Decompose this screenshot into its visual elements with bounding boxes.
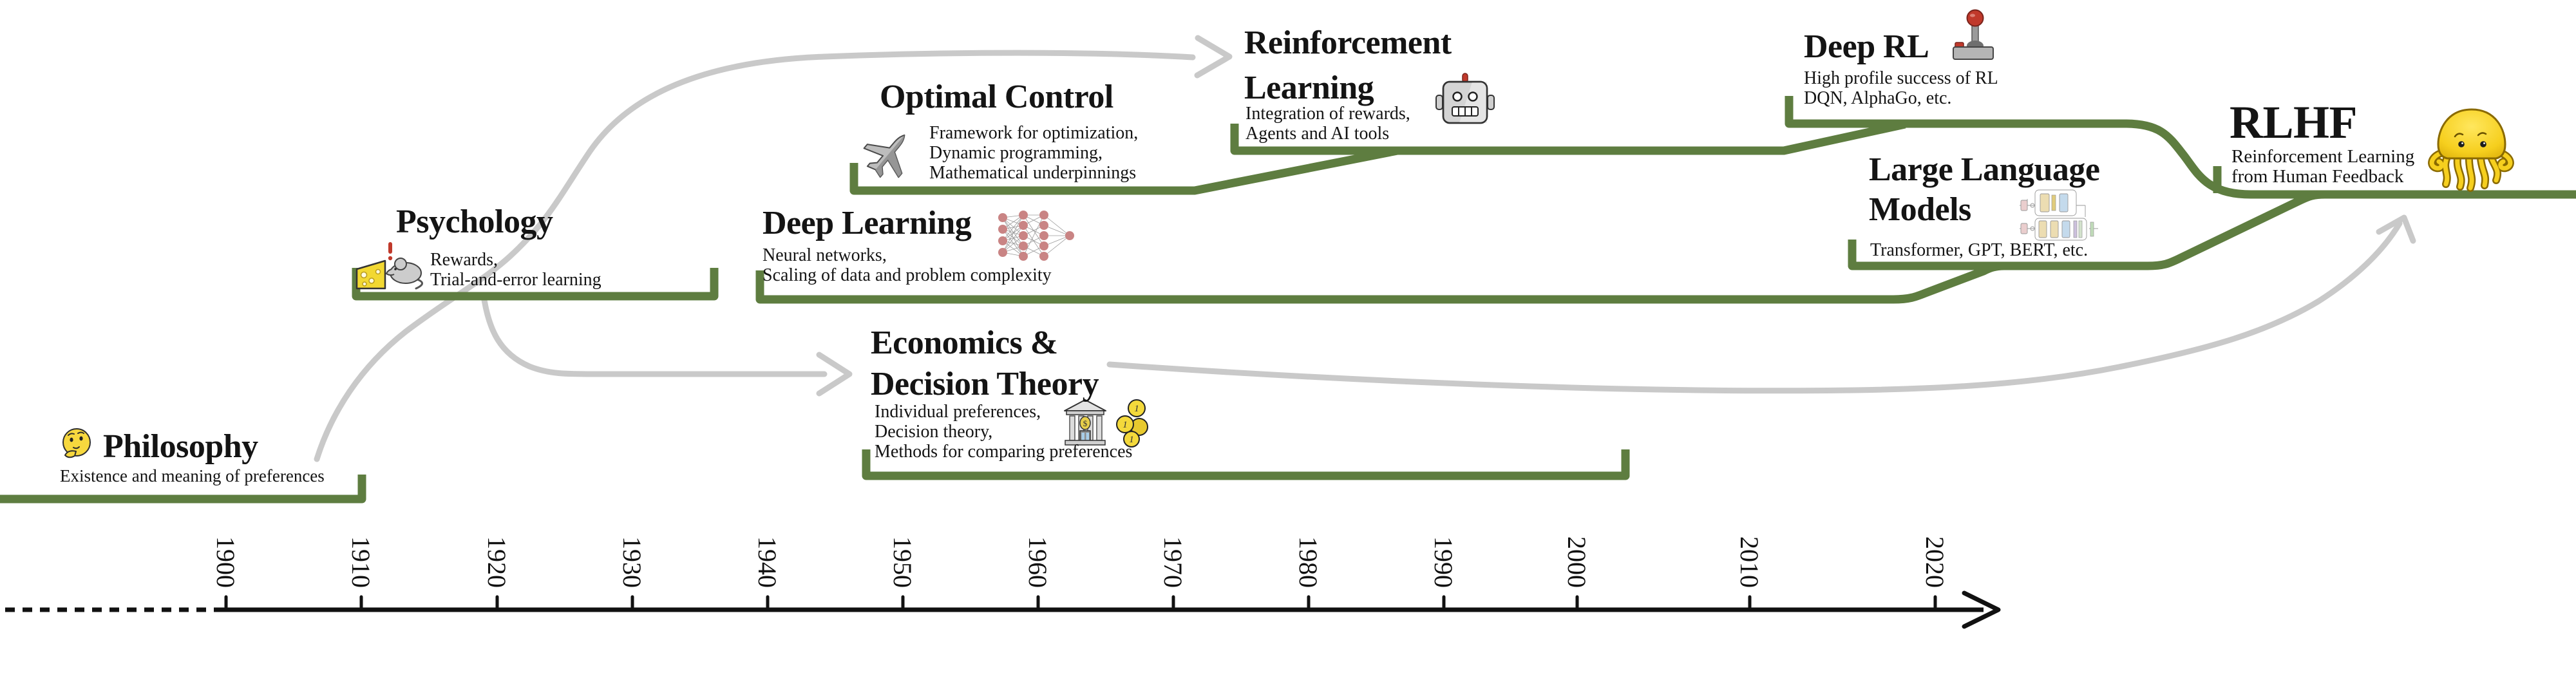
joystick-icon bbox=[1953, 9, 1994, 60]
era-subtitle-psychology: Rewards, Trial-and-error learning bbox=[430, 250, 601, 290]
era-subtitle-philosophy: Existence and meaning of preferences bbox=[60, 466, 325, 485]
economics-to-rlhf-connector bbox=[1106, 220, 2403, 394]
axis-year-label: 1930 bbox=[618, 536, 647, 588]
coins-icon: 1 1 1 bbox=[1116, 399, 1148, 447]
axis-year-label: 1970 bbox=[1159, 536, 1188, 588]
era-subtitle-economics: Individual preferences, Decision theory,… bbox=[875, 402, 1133, 462]
axis-year-label: 2000 bbox=[1562, 536, 1592, 588]
svg-text:1: 1 bbox=[1122, 420, 1128, 430]
era-title-optimal-control: Optimal Control bbox=[880, 79, 1113, 115]
era-title-reinforcement-learning: Reinforcement Learning bbox=[1244, 24, 1452, 106]
philosophy-to-rl-arrowhead-icon bbox=[1194, 35, 1233, 79]
psychology-to-economics-arrowhead-icon bbox=[816, 352, 853, 397]
axis-year-label: 1900 bbox=[211, 536, 241, 588]
philosophy-track bbox=[0, 475, 366, 504]
era-title-economics: Economics & Decision Theory bbox=[871, 325, 1099, 402]
economics-track bbox=[862, 449, 1630, 480]
era-subtitle-llm: Transformer, GPT, BERT, etc. bbox=[1870, 240, 2088, 260]
axis-year-label: 2020 bbox=[1920, 536, 1950, 588]
era-title-philosophy: Philosophy bbox=[103, 428, 258, 465]
neural-network-icon bbox=[998, 211, 1074, 261]
bank-and-coins-icon: $ 1 1 1 bbox=[1064, 399, 1148, 447]
era-title-rlhf: RLHF bbox=[2230, 97, 2358, 148]
philosophy-to-rl-connector bbox=[314, 50, 1196, 462]
octopus-icon bbox=[2428, 108, 2514, 192]
era-subtitle-rlhf: Reinforcement Learning from Human Feedba… bbox=[2231, 146, 2415, 187]
mouse-cheese-icon bbox=[355, 242, 423, 290]
reinforcement-learning-track bbox=[1230, 120, 1906, 155]
svg-text:1: 1 bbox=[1129, 435, 1134, 445]
bank-icon: $ bbox=[1064, 399, 1106, 446]
axis-year-label: 1980 bbox=[1294, 536, 1323, 588]
robot-icon bbox=[1435, 73, 1495, 124]
era-subtitle-deep-rl: High profile success of RL DQN, AlphaGo,… bbox=[1804, 68, 1998, 108]
axis-year-label: 1940 bbox=[753, 536, 782, 588]
axis-year-label: 1920 bbox=[482, 536, 512, 588]
svg-text:1: 1 bbox=[1134, 404, 1139, 414]
optimal-control-track bbox=[849, 146, 1399, 195]
axis-year-label: 1910 bbox=[346, 536, 376, 588]
era-title-deep-rl: Deep RL bbox=[1804, 28, 1929, 65]
axis-year-label: 1950 bbox=[888, 536, 918, 588]
economics-to-rlhf-arrowhead-icon bbox=[2376, 214, 2416, 244]
era-title-deep-learning: Deep Learning bbox=[762, 205, 972, 241]
axis-year-label: 2010 bbox=[1735, 536, 1765, 588]
era-subtitle-optimal-control: Framework for optimization, Dynamic prog… bbox=[929, 123, 1139, 183]
large-language-models-track bbox=[1848, 190, 2325, 270]
axis-arrowhead-icon bbox=[1962, 590, 2001, 629]
svg-text:$: $ bbox=[1083, 419, 1088, 428]
era-title-psychology: Psychology bbox=[396, 203, 553, 240]
deep-learning-track bbox=[755, 261, 2005, 304]
axis-ticks bbox=[224, 595, 1937, 609]
psychology-to-economics-connector bbox=[481, 297, 828, 377]
era-title-llm: Large Language Models bbox=[1869, 151, 2100, 228]
transformer-diagram-icon bbox=[2020, 189, 2098, 241]
deep-rl-track bbox=[1785, 96, 2576, 199]
axis-year-label: 1990 bbox=[1429, 536, 1459, 588]
airplane-icon bbox=[863, 134, 905, 178]
thinking-face-icon bbox=[62, 428, 91, 458]
era-subtitle-deep-learning: Neural networks, Scaling of data and pro… bbox=[762, 245, 1052, 285]
axis-year-label: 1960 bbox=[1023, 536, 1053, 588]
era-subtitle-reinforcement-learning: Integration of rewards, Agents and AI to… bbox=[1245, 104, 1410, 144]
